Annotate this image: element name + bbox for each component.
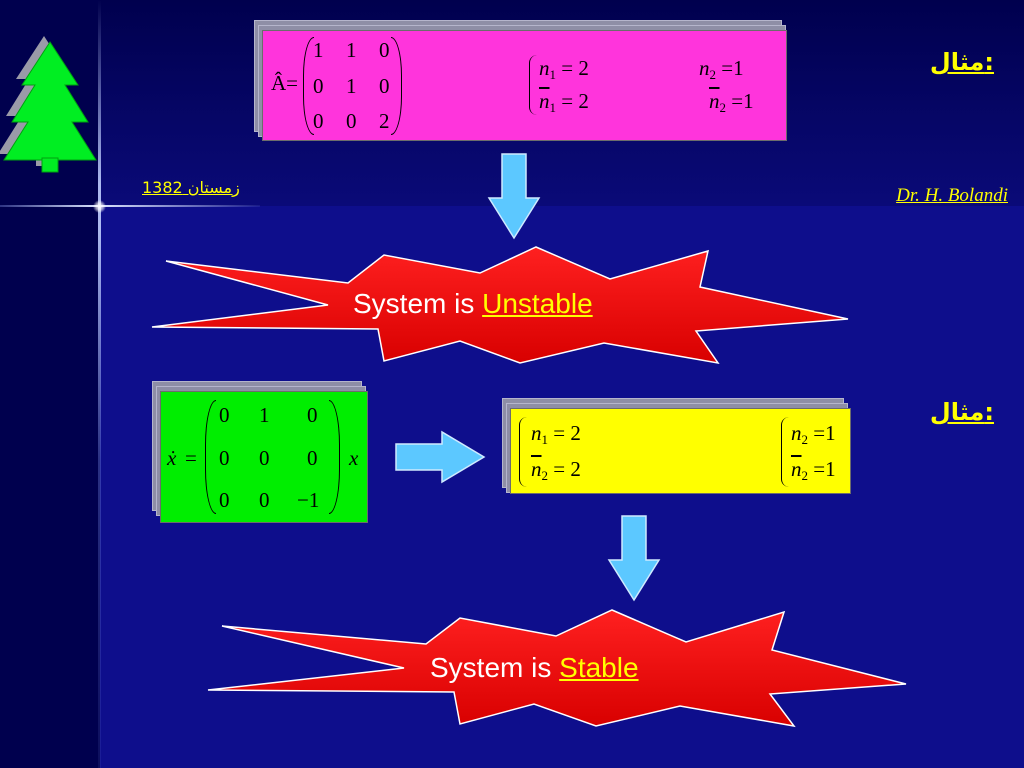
matrix-cell: −1 [297,488,320,512]
right-paren [329,400,340,514]
n2bar-equation: n2 =1 [709,89,754,115]
result-highlight: Stable [559,652,639,683]
example-label-1: مثال: [929,48,994,76]
matrix-cell: 0 [219,488,230,512]
brace [529,55,537,115]
author-name: Dr. H. Bolandi [896,185,1008,206]
matrix-symbol: Â [271,71,287,95]
brace [781,417,789,487]
n2-equation: n2 =1 [699,56,744,82]
horizontal-light-line [0,205,260,207]
year-label: زمستان 1382 [142,178,240,197]
down-arrow-icon [607,515,661,602]
starburst-shape [151,246,849,365]
matrix-cell: 0 [313,74,324,98]
matrix-box-1: Â= 1 1 0 0 1 0 0 0 2 n1 = 2 n1 = 2 n2 =1… [262,30,787,141]
right-arrow-icon [395,430,486,484]
matrix-cell: 2 [379,109,390,133]
counts-box-2: n1 = 2 n2 = 2 n2 =1 n2 =1 [510,408,851,494]
christmas-tree-icon [0,36,97,173]
matrix-cell: 0 [219,403,230,427]
matrix-cell: 1 [259,403,270,427]
matrix-cell: 1 [346,74,357,98]
example-label-2: مثال: [929,398,994,426]
left-paren [205,400,216,514]
vertical-light-line [98,0,101,768]
n1-equation: n1 = 2 [539,56,589,82]
equals-sign: = [185,446,197,470]
matrix-cell: 0 [219,446,230,470]
result-highlight: Unstable [482,288,593,319]
sparkle-icon [93,200,106,213]
right-paren [391,37,402,135]
result-text-stable: System is Stable [430,652,639,683]
brace [519,417,527,487]
n1bar-equation: n1 = 2 [539,89,589,115]
starburst-shape [207,609,907,728]
matrix-box-2: ẋ = 0 1 0 0 0 0 0 0 −1 x [160,391,368,523]
down-arrow-icon [487,153,541,240]
equals-sign: = [286,71,299,95]
n1-equation: n1 = 2 [531,421,581,447]
x-symbol: x [349,446,359,470]
n2bar-equation-right: n2 =1 [791,457,836,483]
x-dot-symbol: ẋ [167,446,177,470]
matrix-cell: 0 [307,446,318,470]
matrix-cell: 0 [259,446,270,470]
matrix-cell: 0 [346,109,357,133]
n2-equation: n2 =1 [791,421,836,447]
matrix-cell: 1 [313,38,324,62]
matrix-cell: 0 [307,403,318,427]
matrix-cell: 0 [379,74,390,98]
matrix-cell: 1 [346,38,357,62]
matrix-cell: 0 [259,488,270,512]
result-text-unstable: System is Unstable [353,288,593,319]
matrix-cell: 0 [379,38,390,62]
n2bar-equation-left: n2 = 2 [531,457,581,483]
matrix-cell: 0 [313,109,324,133]
